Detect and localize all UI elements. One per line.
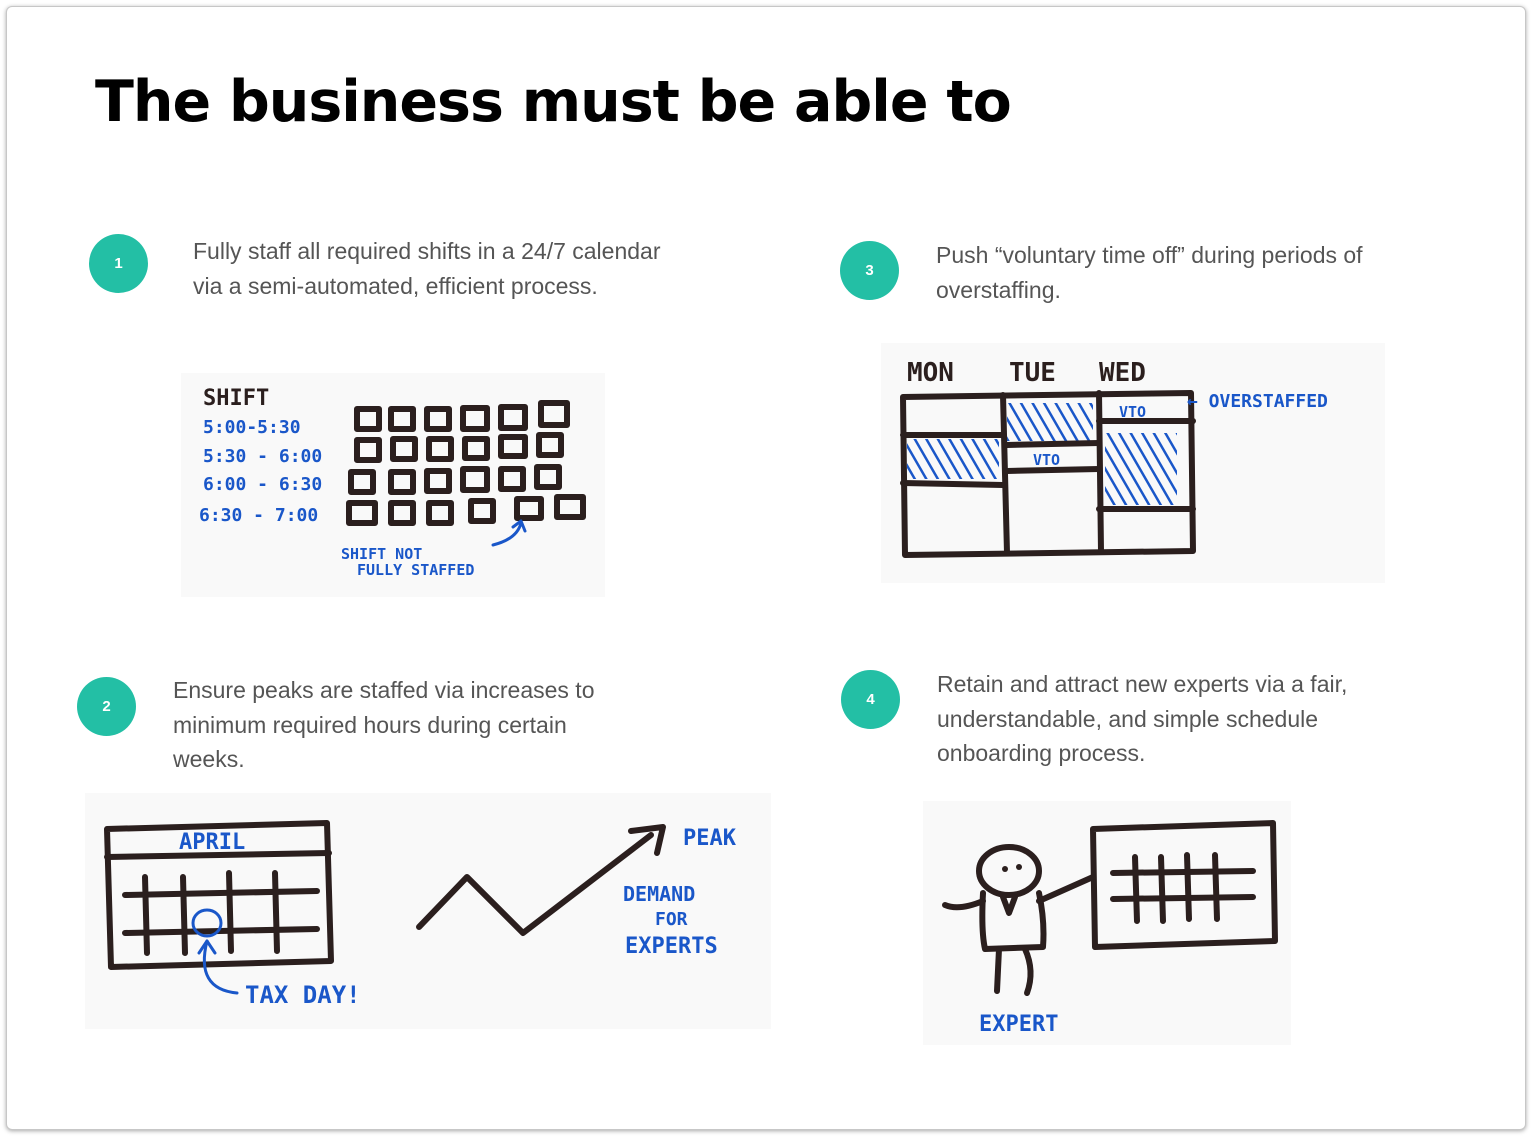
- shift-row-label-3: 6:00 - 6:30: [203, 474, 322, 495]
- shift-calendar-sketch: SHIFT 5:00-5:30 5:30 - 6:00 6:00 - 6:30 …: [181, 373, 605, 597]
- vto-label-tue: VTO: [1033, 451, 1060, 469]
- tax-day-circle: [191, 908, 223, 938]
- day-tue: TUE: [1009, 358, 1056, 388]
- expert-label: EXPERT: [979, 1012, 1058, 1037]
- step-badge-4: 4: [841, 670, 900, 729]
- april-calendar: [104, 820, 334, 970]
- shift-row-label-1: 5:00-5:30: [203, 417, 301, 438]
- overstaffed-label: ← OVERSTAFFED: [1187, 391, 1328, 412]
- unstaffed-arrow: [491, 521, 523, 547]
- shift-row-label-4: 6:30 - 7:00: [199, 505, 318, 526]
- step-badge-2: 2: [77, 677, 136, 736]
- step-4-text: Retain and attract new experts via a fai…: [937, 671, 1348, 766]
- demand-line2: FOR: [655, 909, 688, 930]
- step-badge-3: 3: [840, 241, 899, 300]
- tax-day-label: TAX DAY!: [245, 981, 361, 1009]
- shift-heading: SHIFT: [203, 386, 269, 411]
- shift-row-4-boxes: [346, 494, 586, 526]
- shift-row-2-boxes: [354, 432, 564, 463]
- expert-body: [979, 890, 1047, 952]
- april-label: APRIL: [179, 830, 245, 855]
- expert-head: [976, 844, 1042, 898]
- step-1-text: Fully staff all required shifts in a 24/…: [193, 238, 661, 299]
- slide: The business must be able to 1 Fully sta…: [6, 6, 1526, 1130]
- slide-title: The business must be able to: [95, 69, 1012, 135]
- day-wed: WED: [1099, 358, 1146, 388]
- expert-sketch: EXPERT: [923, 801, 1291, 1045]
- demand-trend-line: [416, 832, 654, 936]
- peak-label: PEAK: [683, 826, 737, 851]
- demand-line1: DEMAND: [623, 882, 695, 906]
- unstaffed-note-line2: FULLY STAFFED: [357, 561, 474, 579]
- day-mon: MON: [907, 358, 954, 388]
- vto-label-wed: VTO: [1119, 403, 1146, 421]
- shift-row-1-boxes: [354, 400, 570, 432]
- vto-calendar-sketch: MON TUE WED VTO VTO ← OVERSTAFFED: [881, 343, 1385, 583]
- unstaffed-note-line1: SHIFT NOT: [341, 545, 422, 563]
- step-3-text: Push “voluntary time off” during periods…: [936, 242, 1363, 303]
- demand-line3: EXPERTS: [625, 934, 718, 959]
- step-2-text: Ensure peaks are staffed via increases t…: [173, 677, 595, 772]
- peak-demand-sketch: APRIL TAX DAY! PEAK DEMAND FOR EXPERTS: [85, 793, 771, 1029]
- schedule-board: [1090, 820, 1278, 950]
- shift-row-3-boxes: [348, 464, 562, 495]
- step-badge-1: 1: [89, 234, 148, 293]
- shift-row-label-2: 5:30 - 6:00: [203, 446, 322, 467]
- vto-grid: [900, 390, 1196, 558]
